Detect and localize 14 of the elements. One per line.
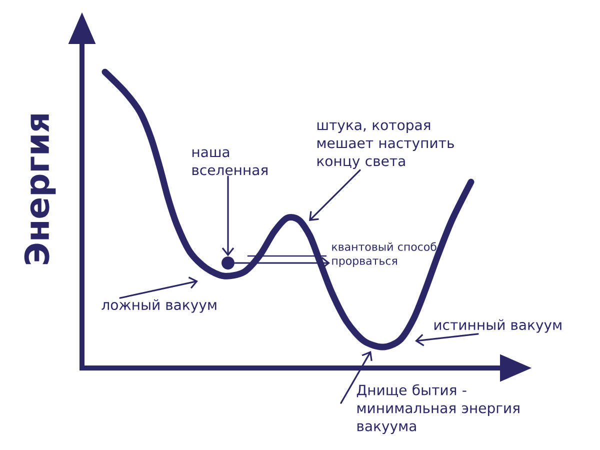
annotation: наша вселенная (192, 149, 268, 176)
arrow (234, 256, 330, 270)
arrow (222, 176, 234, 256)
leader-arrow (415, 333, 479, 346)
annotation: истинный вакуум (434, 319, 562, 333)
leader-arrow (119, 276, 198, 299)
leader-arrow (309, 169, 361, 221)
leader-arrow (340, 351, 372, 404)
annotation: Днище бытия - минимальная энергия вакуума (356, 384, 520, 434)
annotation: ложный вакуум (102, 299, 216, 313)
axis-label: Энергия (24, 114, 56, 264)
ball (222, 256, 234, 270)
annotation: квантовый способ прорваться (332, 242, 436, 268)
annotation: штука, которая мешает наступить концу света (317, 122, 454, 169)
